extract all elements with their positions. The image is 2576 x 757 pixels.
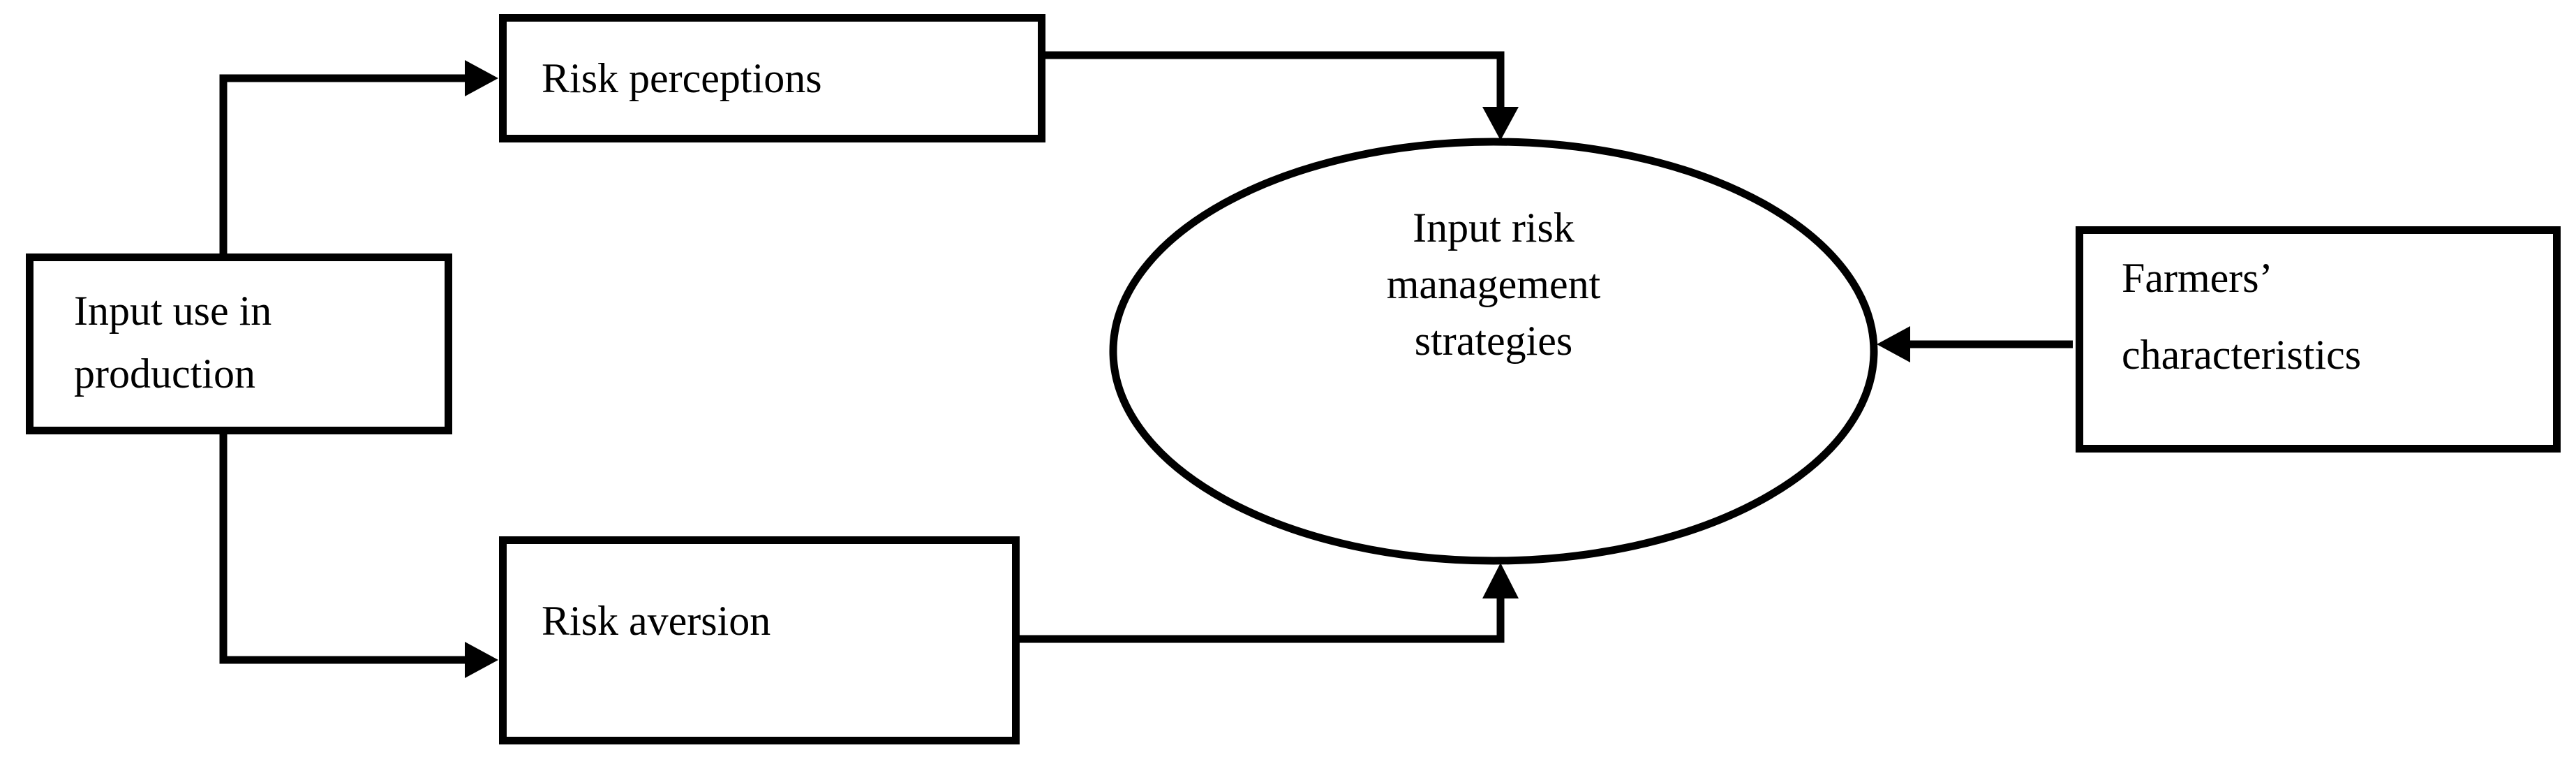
strategies-label-line3: strategies	[1414, 318, 1573, 364]
risk-aversion-label: Risk aversion	[542, 598, 771, 644]
arrow-line-input-to-perceptions	[219, 74, 465, 257]
farmers-label-line2: characteristics	[2122, 332, 2362, 378]
strategies-label: Input risk management strategies	[1214, 200, 1773, 369]
input-use-label-line1: Input use in	[74, 288, 272, 334]
farmers-characteristics-box: Farmers’ characteristics	[2076, 226, 2561, 453]
strategies-label-line1: Input risk	[1413, 205, 1574, 251]
strategies-ellipse-outline	[1109, 138, 1878, 565]
arrowhead-input-to-aversion	[465, 642, 498, 678]
risk-aversion-box: Risk aversion	[499, 536, 1020, 744]
strategies-label-line2: management	[1386, 261, 1601, 307]
risk-perceptions-box: Risk perceptions	[499, 14, 1045, 142]
arrow-line-aversion-to-strategies	[1015, 598, 1505, 643]
risk-perceptions-label: Risk perceptions	[542, 55, 822, 101]
arrow-line-input-to-aversion	[219, 431, 465, 664]
arrowhead-input-to-perceptions	[465, 60, 498, 96]
farmers-label-line1: Farmers’	[2122, 255, 2273, 301]
input-use-box: Input use in production	[26, 253, 452, 434]
arrow-line-perceptions-to-strategies	[1041, 51, 1505, 108]
input-use-label-line2: production	[74, 351, 255, 397]
arrowhead-aversion-to-strategies	[1482, 563, 1519, 598]
arrowhead-perceptions-to-strategies	[1482, 107, 1519, 140]
arrowhead-farmers-to-strategies	[1877, 326, 1910, 362]
